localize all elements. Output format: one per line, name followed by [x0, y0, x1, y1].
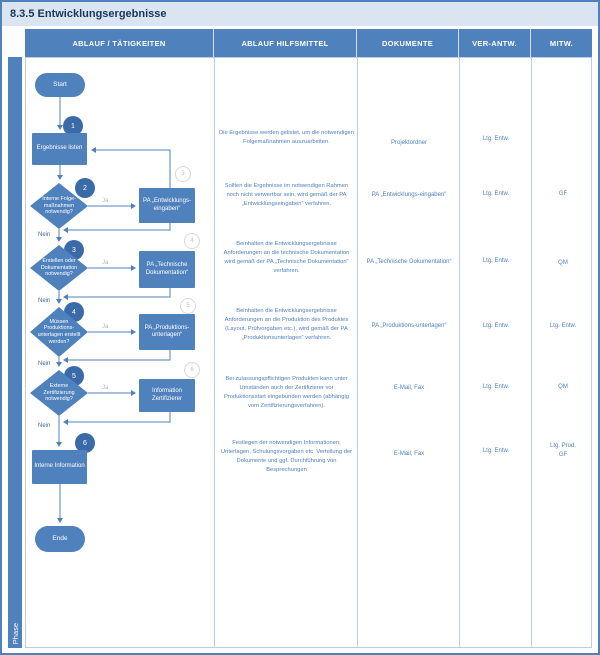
yes-label: Ja — [102, 385, 109, 391]
no-label: Nein — [38, 298, 51, 304]
column-header-documents: DOKUMENTE — [356, 29, 458, 57]
reference-circle-4: 4 — [184, 233, 200, 249]
document-cell: E-Mail, Fax — [393, 451, 425, 457]
table-header: ABLAUF / TÄTIGKEITEN ABLAUF HILFSMITTEL … — [25, 29, 592, 57]
column-divider — [214, 58, 215, 647]
yes-label: Ja — [102, 260, 109, 266]
step-number-6: 6 — [75, 433, 95, 453]
reference-circle-6: 6 — [184, 362, 200, 378]
step-number-1: 1 — [63, 116, 83, 136]
column-header-participants: MITW. — [530, 29, 592, 57]
column-header-responsible: VER-ANTW. — [458, 29, 530, 57]
page-title: 8.3.5 Entwicklungsergebnisse — [2, 2, 598, 26]
end-node: Ende — [35, 526, 85, 552]
no-label: Nein — [38, 232, 51, 238]
document-cell: Projektordner — [390, 140, 428, 146]
column-header-tools: ABLAUF HILFSMITTEL — [213, 29, 356, 57]
process-information-zertifizierer: Information Zertifizierer — [139, 379, 195, 412]
responsible-cell: Ltg. Entw. — [482, 448, 510, 454]
participants-cell: Ltg. Prod. GF — [549, 443, 576, 458]
yes-label: Ja — [102, 198, 109, 204]
participants-cell: Ltg. Entw. — [549, 323, 577, 329]
reference-circle-3: 3 — [175, 166, 191, 182]
tools-note: Beinhalten die Entwicklungsergebnisse An… — [223, 241, 350, 274]
step-number-2: 2 — [75, 178, 95, 198]
table-grid — [25, 57, 592, 648]
start-node: Start — [35, 73, 85, 97]
process-pa-entwicklungseingaben: PA „Entwicklungs-eingaben“ — [139, 188, 195, 223]
yes-label: Ja — [102, 324, 109, 330]
responsible-cell: Ltg. Entw. — [482, 323, 510, 329]
column-divider — [357, 58, 358, 647]
column-header-activities: ABLAUF / TÄTIGKEITEN — [72, 38, 166, 48]
process-pa-produktionsunterlagen: PA „Produktions-unterlagen“ — [139, 314, 195, 350]
process-pa-technische-dokumentation: PA „Technische Dokumentation“ — [139, 251, 195, 288]
document-cell: PA „Technische Dokumentation“ — [366, 259, 452, 265]
participants-cell: GF — [558, 191, 568, 197]
tools-note: Festlegen der notwendigen Informationen,… — [220, 440, 353, 473]
process-ergebnisse-listen: Ergebnisse listen — [32, 133, 87, 165]
reference-circle-5: 5 — [180, 298, 196, 314]
tools-note: Bei zulassungspflichtigen Produkten kann… — [223, 376, 350, 409]
no-label: Nein — [38, 361, 51, 367]
participants-cell: QM — [558, 384, 568, 390]
column-divider — [531, 58, 532, 647]
responsible-cell: Ltg. Entw. — [482, 384, 510, 390]
phase-label: Phase — [11, 622, 20, 644]
tools-note: Sollten die Ergebnisse im notwendigen Ra… — [224, 183, 349, 207]
participants-cell: QM — [558, 260, 568, 266]
tools-note: Beinhalten die Entwicklungsergebnisse An… — [224, 308, 349, 341]
column-divider — [459, 58, 460, 647]
document-cell: E-Mail, Fax — [393, 385, 425, 391]
process-interne-information: Interne Information — [32, 450, 87, 484]
responsible-cell: Ltg. Entw. — [482, 191, 510, 197]
responsible-cell: Ltg. Entw. — [482, 136, 510, 142]
responsible-cell: Ltg. Entw. — [482, 258, 510, 264]
tools-note: Die Ergebnisse werden gelistet, um die n… — [218, 130, 355, 145]
phase-bar: Phase — [8, 57, 22, 648]
no-label: Nein — [38, 423, 51, 429]
document-cell: PA „Produktions-unterlagen“ — [371, 323, 447, 329]
document-cell: PA „Entwicklungs-eingaben“ — [371, 192, 447, 198]
